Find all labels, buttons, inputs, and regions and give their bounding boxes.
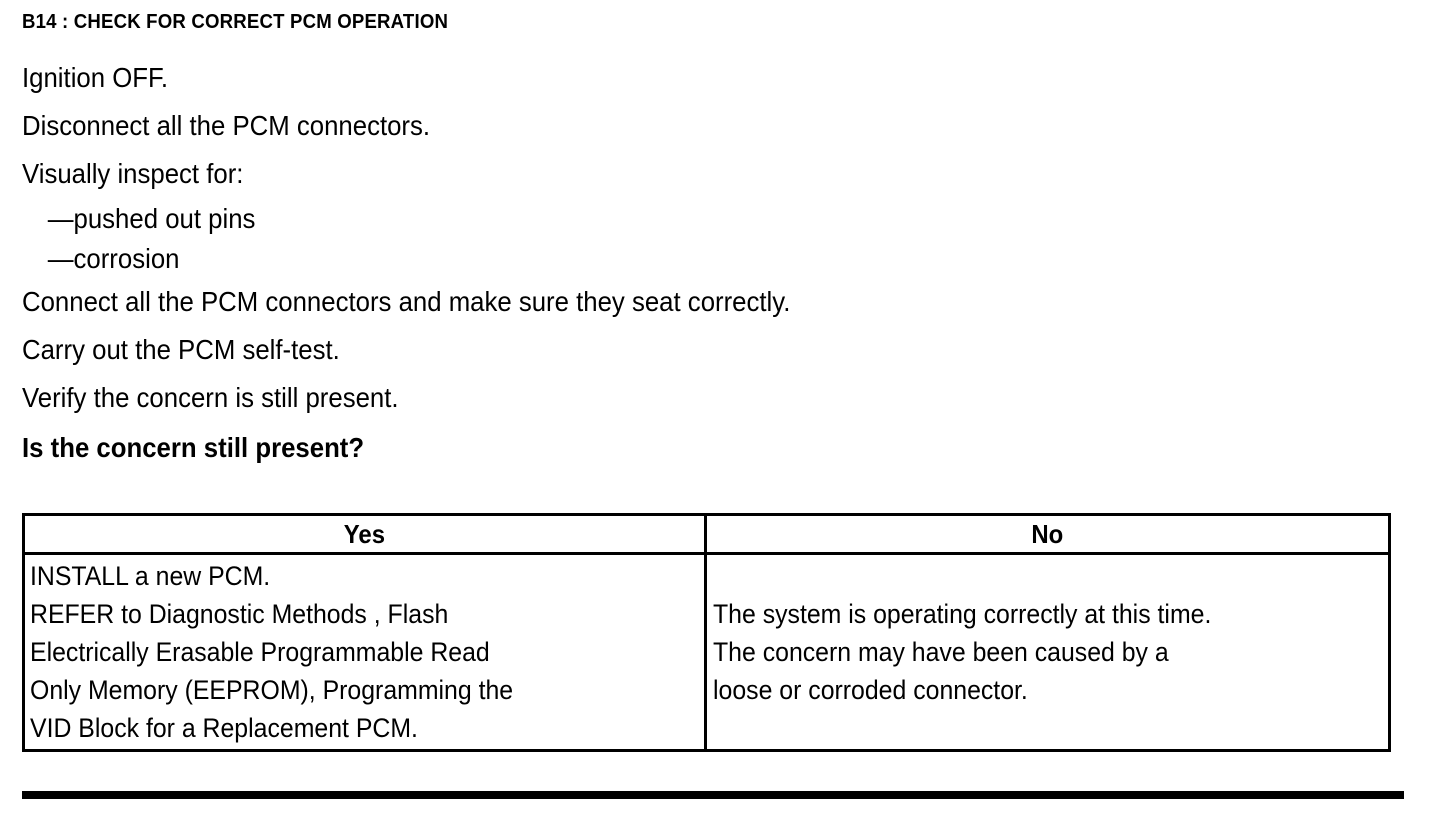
no-line-3: loose or corroded connector. <box>713 675 1028 705</box>
header-yes-label: Yes <box>343 519 386 549</box>
yes-line-1: INSTALL a new PCM. <box>30 561 271 591</box>
step-line-6: Verify the concern is still present. <box>22 382 399 413</box>
decision-table-header-row: Yes No <box>22 513 1391 555</box>
decision-table-header-yes: Yes <box>22 513 707 555</box>
step-line-1: Ignition OFF. <box>22 62 169 93</box>
decision-table-header-no: No <box>704 513 1391 555</box>
decision-cell-yes: INSTALL a new PCM. REFER to Diagnostic M… <box>22 552 707 752</box>
decision-cell-yes-body: INSTALL a new PCM. REFER to Diagnostic M… <box>25 555 704 749</box>
procedure-steps: Ignition OFF. Disconnect all the PCM con… <box>22 54 1402 474</box>
step-line-2: Disconnect all the PCM connectors. <box>22 110 431 141</box>
step-line-3: Visually inspect for: <box>22 158 244 189</box>
yes-line-3: Electrically Erasable Programmable Read <box>30 637 490 667</box>
step-sub-item-pushed-out-pins: —pushed out pins <box>47 203 256 234</box>
decision-table: Yes No INSTALL a new PCM. REFER to Diagn… <box>22 513 1391 752</box>
decision-cell-no: The system is operating correctly at thi… <box>704 552 1391 752</box>
page-title: B14 : CHECK FOR CORRECT PCM OPERATION <box>22 11 449 33</box>
header-no-label: No <box>1031 519 1064 549</box>
decision-question: Is the concern still present? <box>22 432 365 463</box>
yes-line-2: REFER to Diagnostic Methods , Flash <box>30 599 449 629</box>
step-sub-item-corrosion: —corrosion <box>47 243 180 274</box>
decision-cell-no-body: The system is operating correctly at thi… <box>707 595 1388 709</box>
no-line-2: The concern may have been caused by a <box>713 637 1169 667</box>
step-line-4: Connect all the PCM connectors and make … <box>22 286 791 317</box>
yes-line-4: Only Memory (EEPROM), Programming the <box>30 675 514 705</box>
yes-line-5: VID Block for a Replacement PCM. <box>30 713 418 743</box>
decision-table-body-row: INSTALL a new PCM. REFER to Diagnostic M… <box>22 552 1391 752</box>
page-bottom-rule <box>22 791 1404 799</box>
no-line-1: The system is operating correctly at thi… <box>713 599 1212 629</box>
step-line-5: Carry out the PCM self-test. <box>22 334 340 365</box>
